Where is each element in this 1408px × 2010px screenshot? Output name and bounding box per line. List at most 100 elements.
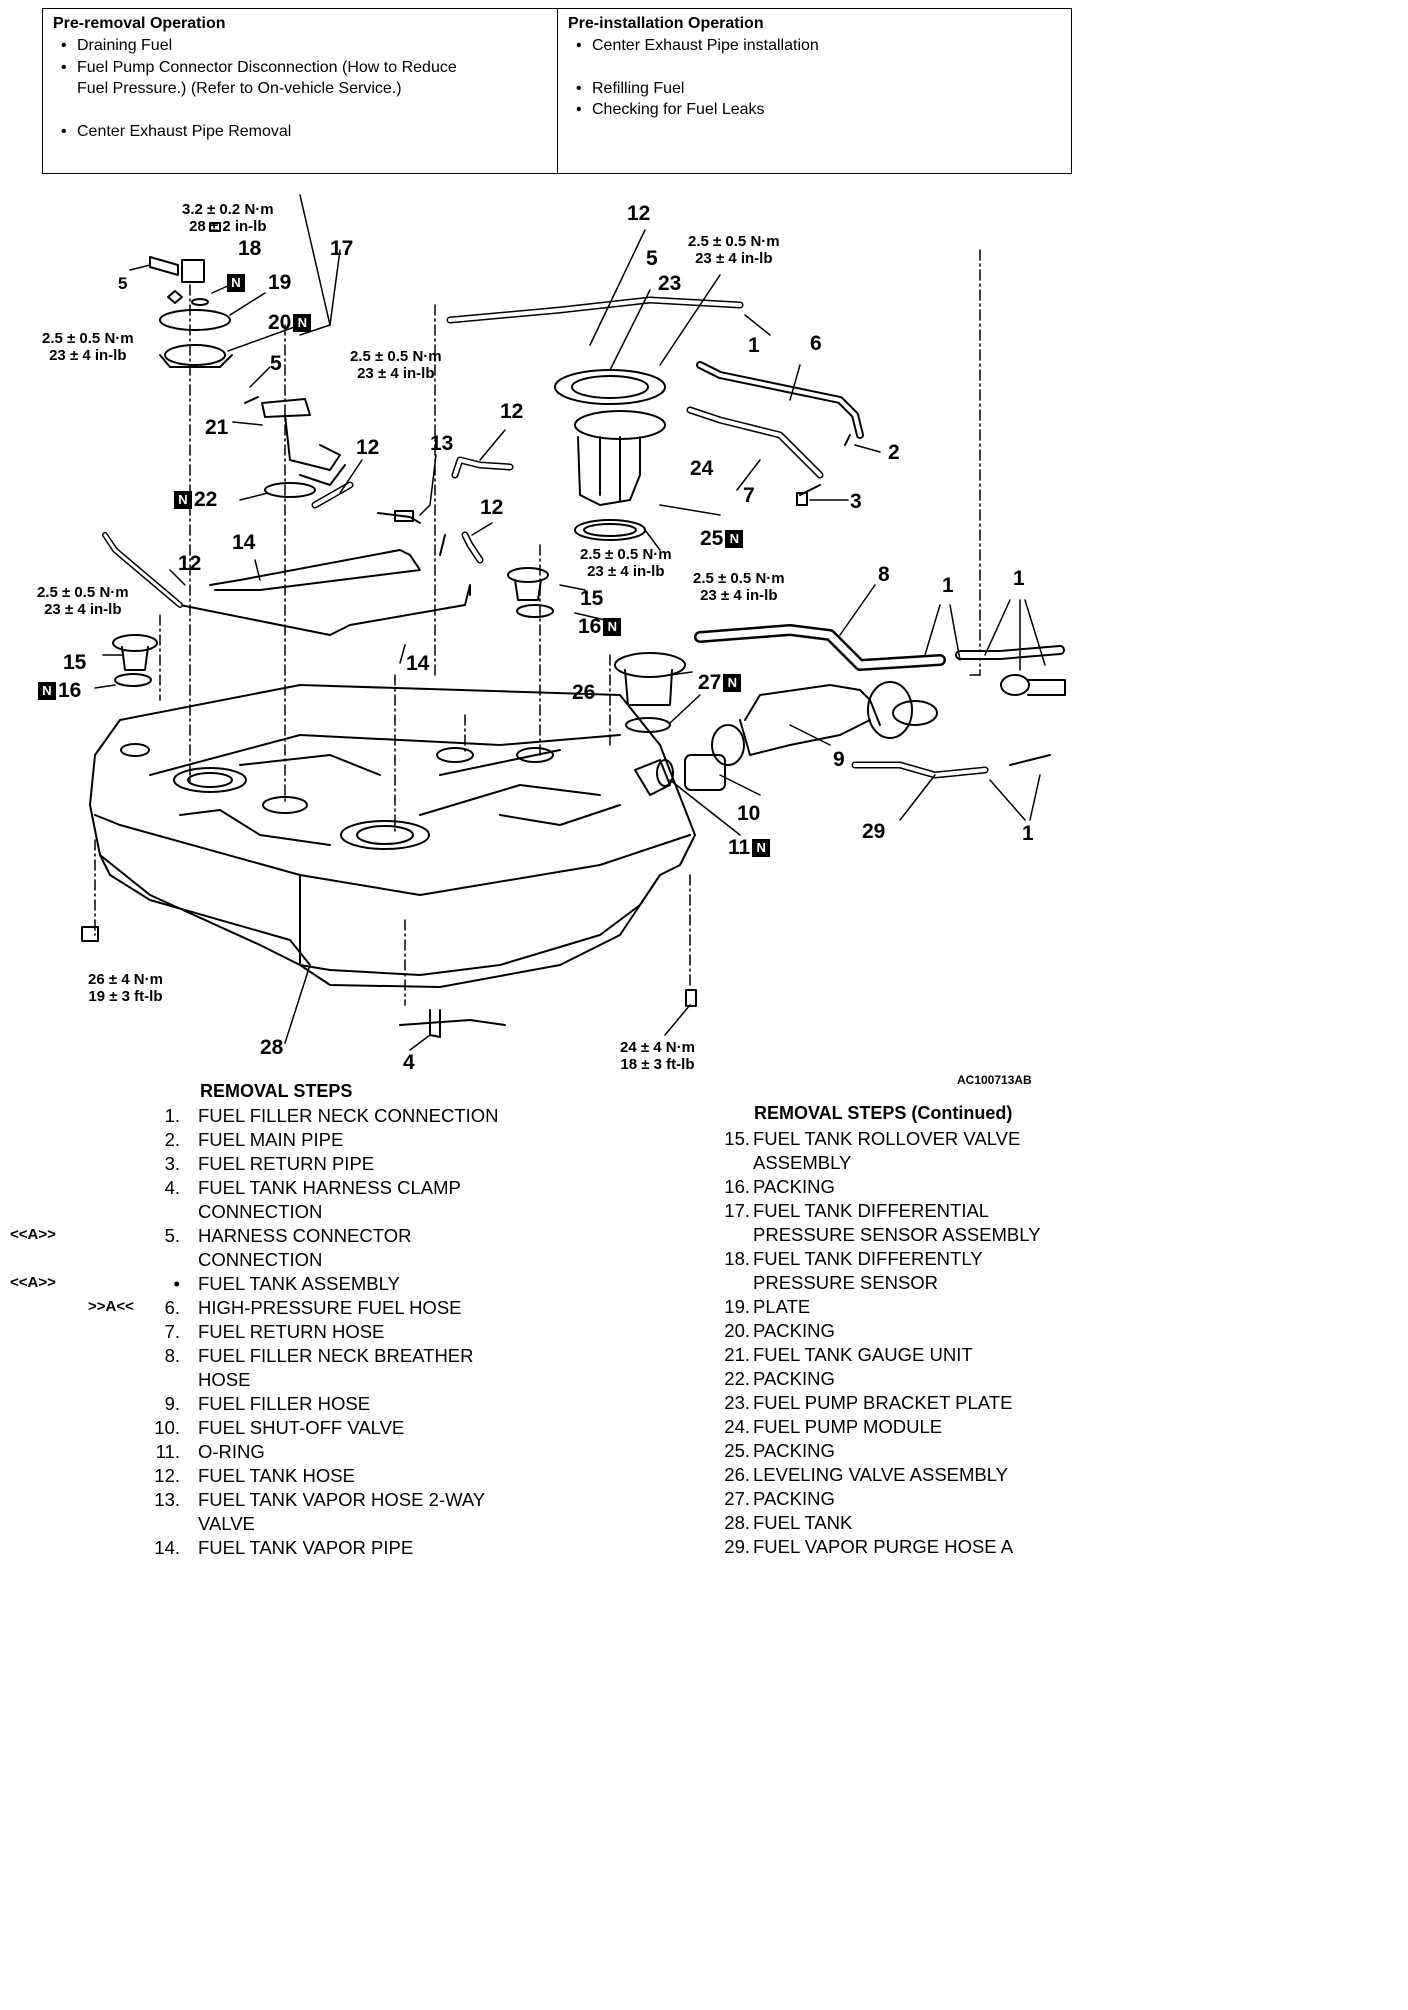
pre-removal-list: Draining Fuel Fuel Pump Connector Discon… — [53, 35, 557, 142]
step-text: FUEL TANK HOSE — [198, 1465, 355, 1486]
step-number: 27. — [724, 1488, 750, 1509]
callout-1: 1 — [942, 574, 954, 597]
step-text: HIGH-PRESSURE FUEL HOSE — [198, 1297, 462, 1318]
step-text: PRESSURE SENSOR — [753, 1272, 939, 1293]
step-text: FUEL RETURN HOSE — [198, 1321, 385, 1342]
pre-removal-item: Fuel Pump Connector Disconnection (How t… — [53, 57, 557, 100]
callout-5: 5 — [270, 352, 282, 375]
step-text: PACKING — [753, 1368, 835, 1389]
pre-installation-item: Refilling Fuel — [568, 78, 1071, 100]
step-text: FUEL VAPOR PURGE HOSE A — [753, 1536, 1014, 1557]
step-text: FUEL TANK VAPOR HOSE 2-WAY — [198, 1489, 486, 1510]
step-number: 19. — [724, 1296, 750, 1317]
step-number: 18. — [724, 1248, 750, 1269]
callout-10: 10 — [737, 802, 761, 825]
removal-steps-title: REMOVAL STEPS — [200, 1081, 353, 1101]
callout-6: 6 — [810, 332, 822, 355]
step-text: FUEL TANK GAUGE UNIT — [753, 1344, 973, 1365]
step-text: FUEL FILLER NECK CONNECTION — [198, 1105, 499, 1126]
step-text: PLATE — [753, 1296, 811, 1317]
step-text: LEVELING VALVE ASSEMBLY — [753, 1464, 1009, 1485]
step-text: FUEL TANK — [753, 1512, 853, 1533]
step-number: • — [173, 1273, 180, 1294]
callout-7: 7 — [743, 484, 755, 507]
pre-removal-title: Pre-removal Operation — [53, 15, 226, 32]
step-number: 22. — [724, 1368, 750, 1389]
callout-12: 12 — [480, 496, 504, 519]
step-text: FUEL FILLER NECK BREATHER — [198, 1345, 474, 1366]
callout-15: 15 — [63, 651, 87, 674]
fuel-tank-diagram-drawing — [81, 194, 1066, 1051]
callout-29: 29 — [862, 820, 886, 843]
fuel-tank-shape — [89, 684, 696, 976]
callout-28: 28 — [260, 1036, 284, 1059]
step-number: 29. — [724, 1536, 750, 1557]
step-number: 21. — [724, 1344, 750, 1365]
step-text: ASSEMBLY — [753, 1152, 852, 1173]
callout-5: 5 — [118, 274, 128, 293]
pre-installation-section: Pre-installation Operation Center Exhaus… — [558, 9, 1071, 173]
step-text: PACKING — [753, 1320, 835, 1341]
callout-4: 4 — [403, 1051, 415, 1074]
callout-14: 14 — [232, 531, 256, 554]
step-text: CONNECTION — [198, 1249, 323, 1270]
callout-21: 21 — [205, 416, 229, 439]
step-number: 8. — [164, 1345, 180, 1366]
pre-installation-title: Pre-installation Operation — [568, 15, 764, 32]
step-number: 2. — [164, 1129, 180, 1150]
step-text: PACKING — [753, 1440, 835, 1461]
step-number: 5. — [164, 1225, 180, 1246]
callout-26: 26 — [572, 681, 596, 704]
step-text: VALVE — [198, 1513, 255, 1534]
callout-9: 9 — [833, 748, 845, 771]
step-text: PRESSURE SENSOR ASSEMBLY — [753, 1224, 1041, 1245]
step-number: 17. — [724, 1200, 750, 1221]
callout-1: 1 — [1022, 822, 1034, 845]
operations-box: Pre-removal Operation Draining Fuel Fuel… — [42, 8, 1072, 174]
pre-installation-list: Center Exhaust Pipe installation Refilli… — [568, 35, 1071, 121]
step-number: 14. — [154, 1537, 180, 1558]
step-number: 4. — [164, 1177, 180, 1198]
step-text: FUEL MAIN PIPE — [198, 1129, 344, 1150]
callout-3: 3 — [850, 490, 862, 513]
step-tag: <<A>> — [10, 1274, 56, 1291]
step-text: CONNECTION — [198, 1201, 323, 1222]
step-text: FUEL FILLER HOSE — [198, 1393, 371, 1414]
step-number: 25. — [724, 1440, 750, 1461]
step-text: FUEL SHUT-OFF VALVE — [198, 1417, 405, 1438]
callout-12: 12 — [500, 400, 524, 423]
step-number: 9. — [164, 1393, 180, 1414]
step-number: 10. — [154, 1417, 180, 1438]
step-number: 16. — [724, 1176, 750, 1197]
step-text: FUEL TANK VAPOR PIPE — [198, 1537, 414, 1558]
callout-15: 15 — [580, 587, 604, 610]
step-text: HARNESS CONNECTOR — [198, 1225, 412, 1246]
step-number: 15. — [724, 1128, 750, 1149]
callout-n-badge: N — [225, 272, 247, 294]
callout-5: 5 — [646, 247, 658, 270]
step-number: 3. — [164, 1153, 180, 1174]
pre-installation-item: Center Exhaust Pipe installation — [568, 35, 1071, 57]
step-text: FUEL TANK DIFFERENTLY — [753, 1248, 983, 1269]
pre-removal-item: Draining Fuel — [53, 35, 557, 57]
step-text: FUEL TANK DIFFERENTIAL — [753, 1200, 990, 1221]
callout-18: 18 — [238, 237, 262, 260]
callout-19: 19 — [268, 271, 292, 294]
step-tag: >>A<< — [88, 1298, 134, 1315]
removal-steps-continued-title: REMOVAL STEPS (Continued) — [754, 1103, 1013, 1123]
callout-14: 14 — [406, 652, 430, 675]
pre-removal-item-line: Fuel Pump Connector Disconnection (How t… — [77, 58, 457, 76]
step-number: 13. — [154, 1489, 180, 1510]
callout-2: 2 — [888, 441, 900, 464]
callout-24: 24 — [690, 457, 714, 480]
